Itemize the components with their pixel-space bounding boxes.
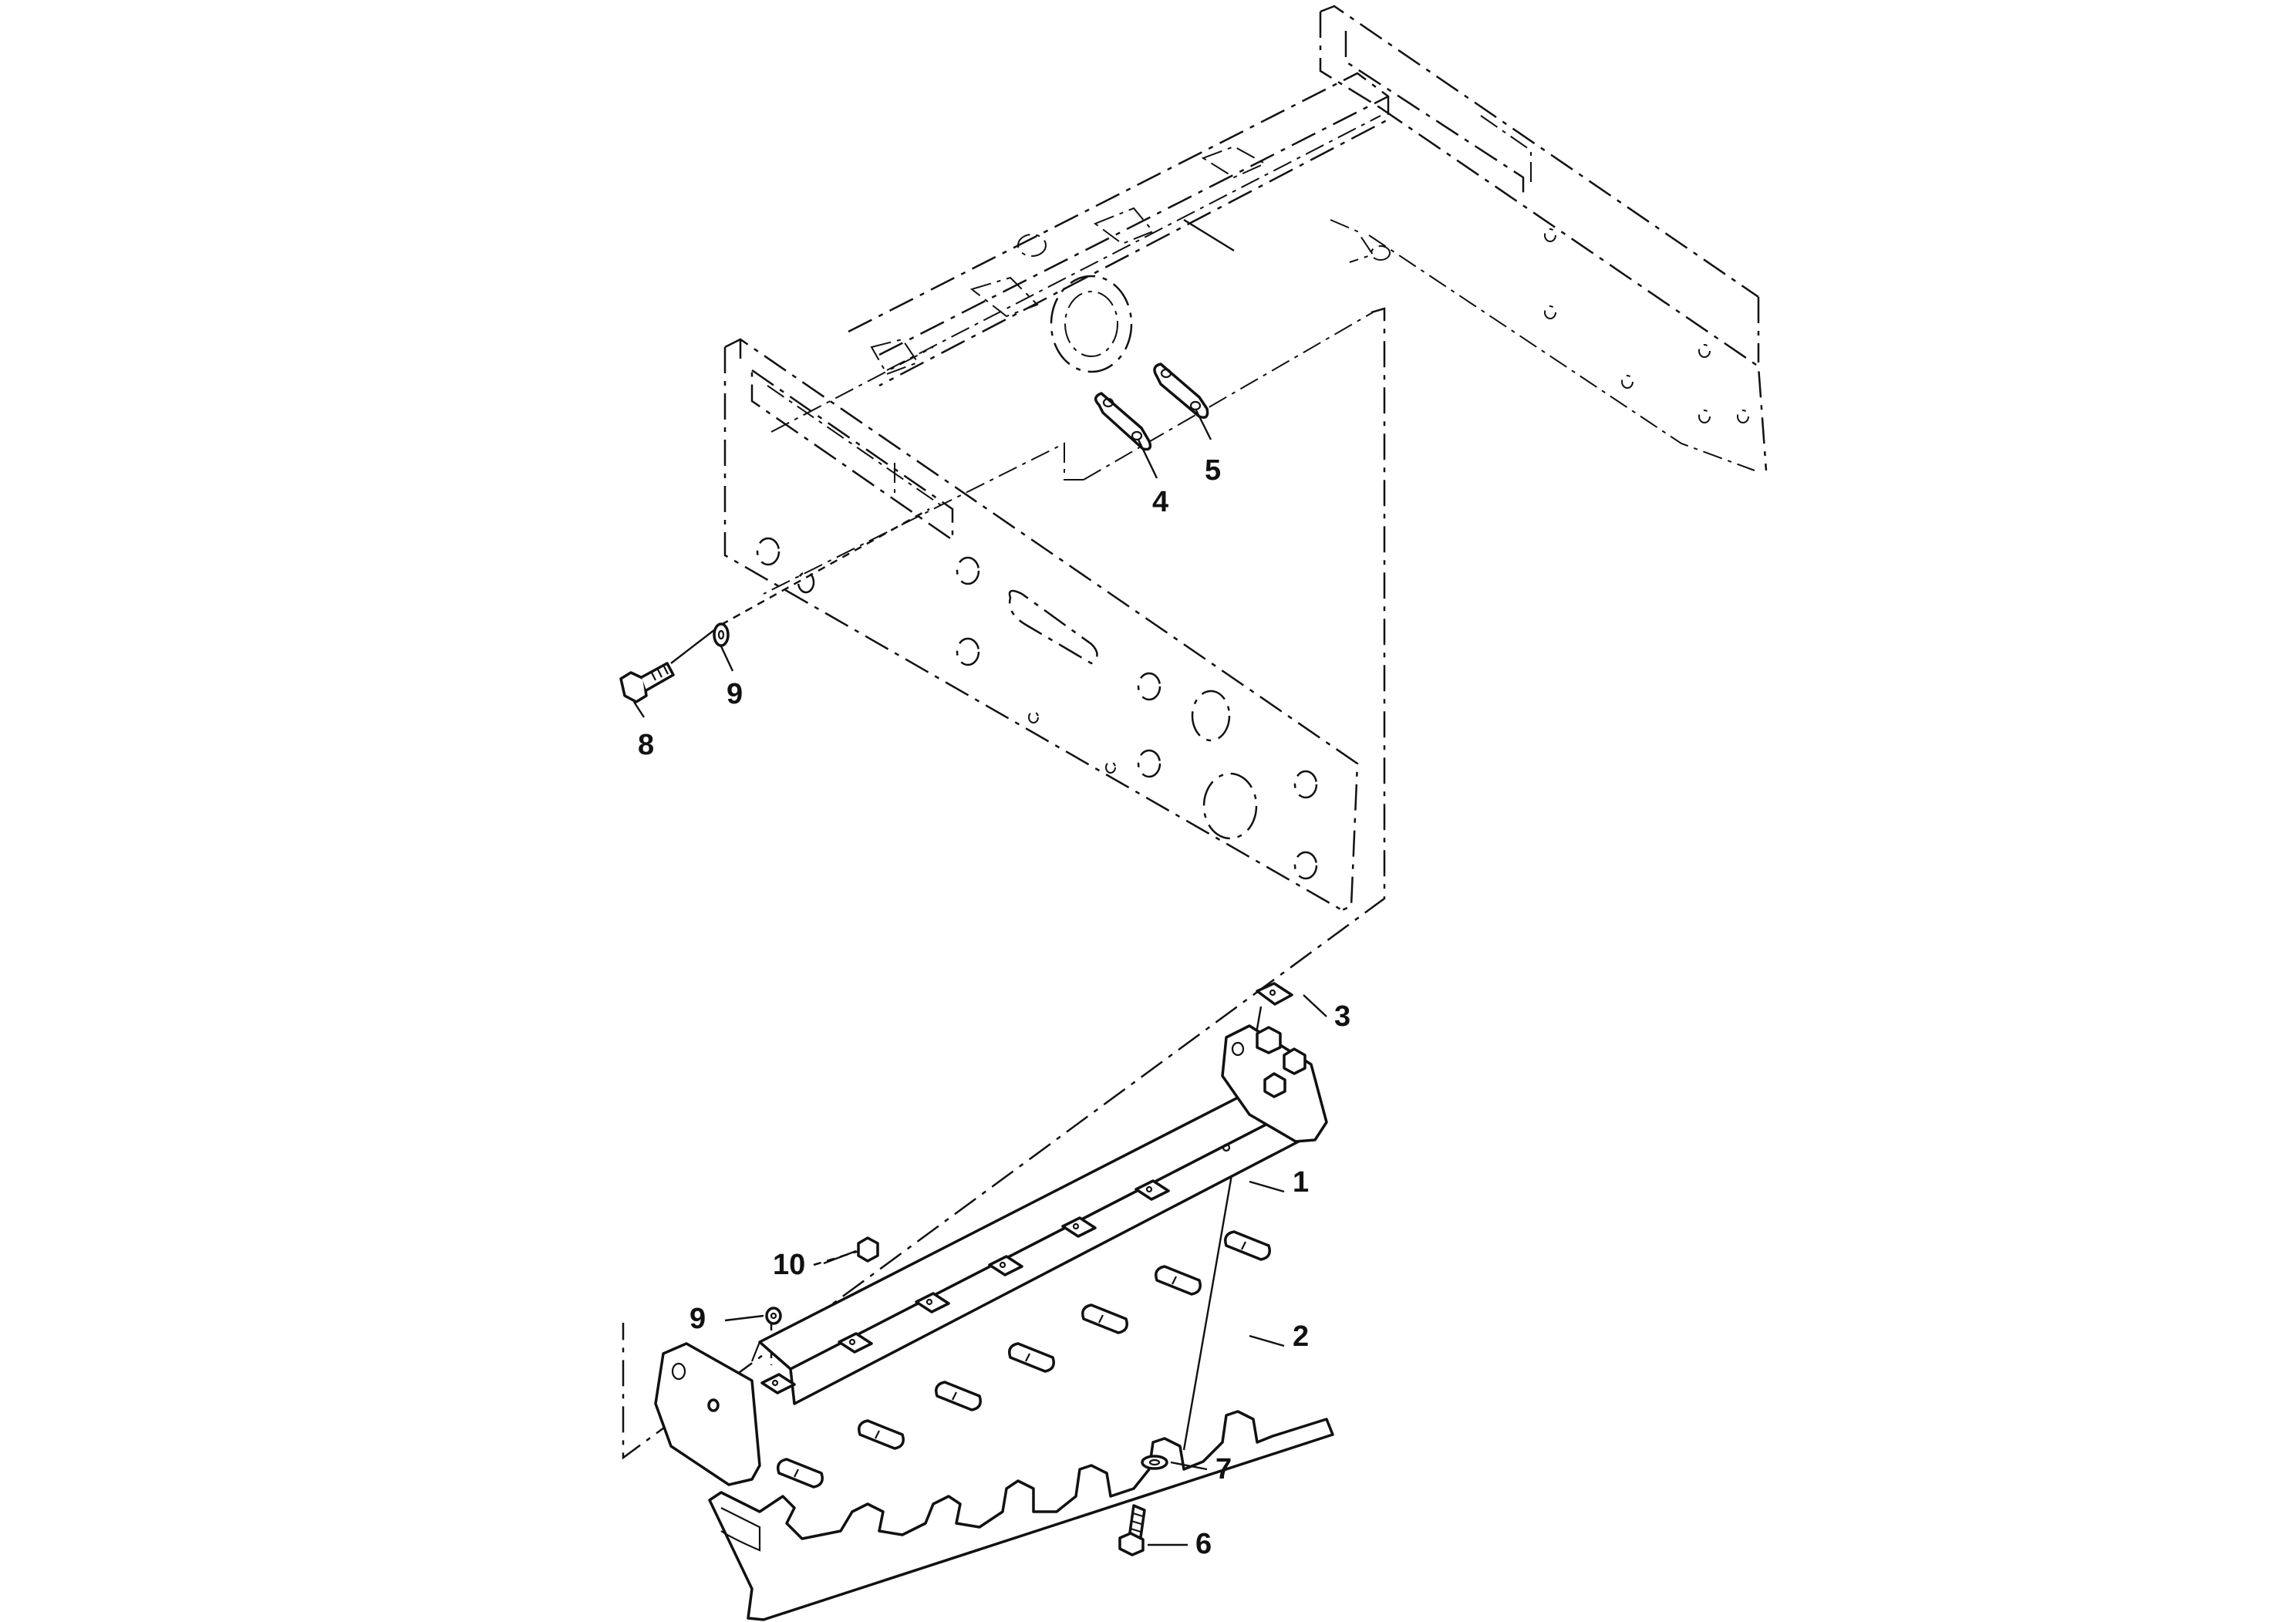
part-2-comb-plate [708, 1230, 1334, 1621]
part-1-bar [654, 1024, 1328, 1486]
callout-9-lower: 9 [689, 1303, 706, 1335]
part-9-washer-lower [765, 1307, 782, 1325]
part-6-bolt [1118, 1504, 1146, 1556]
part-10-nut [857, 1236, 879, 1263]
callout-5: 5 [1205, 454, 1221, 487]
callout-labels: 1 2 3 4 5 6 7 8 9 9 10 [638, 454, 1350, 1560]
callout-1: 1 [1293, 1166, 1309, 1199]
leader-lines [632, 408, 1327, 1546]
phantom-frame [723, 5, 1768, 912]
callout-3: 3 [1334, 1000, 1350, 1033]
assembly-boundary [622, 307, 1386, 1460]
part-8-bolt [619, 662, 675, 703]
callout-8: 8 [638, 729, 654, 761]
part-3-clip [1256, 982, 1293, 1006]
callout-2: 2 [1293, 1320, 1309, 1353]
callout-6: 6 [1195, 1528, 1212, 1560]
part-7-washer [1141, 1455, 1168, 1470]
part-5-link [1153, 363, 1209, 419]
callout-10: 10 [773, 1249, 805, 1281]
callout-7: 7 [1215, 1453, 1232, 1485]
callout-4: 4 [1152, 486, 1168, 518]
callout-9-upper: 9 [727, 678, 743, 710]
part-4-link [1094, 392, 1152, 451]
part-9-washer-upper [713, 622, 730, 647]
